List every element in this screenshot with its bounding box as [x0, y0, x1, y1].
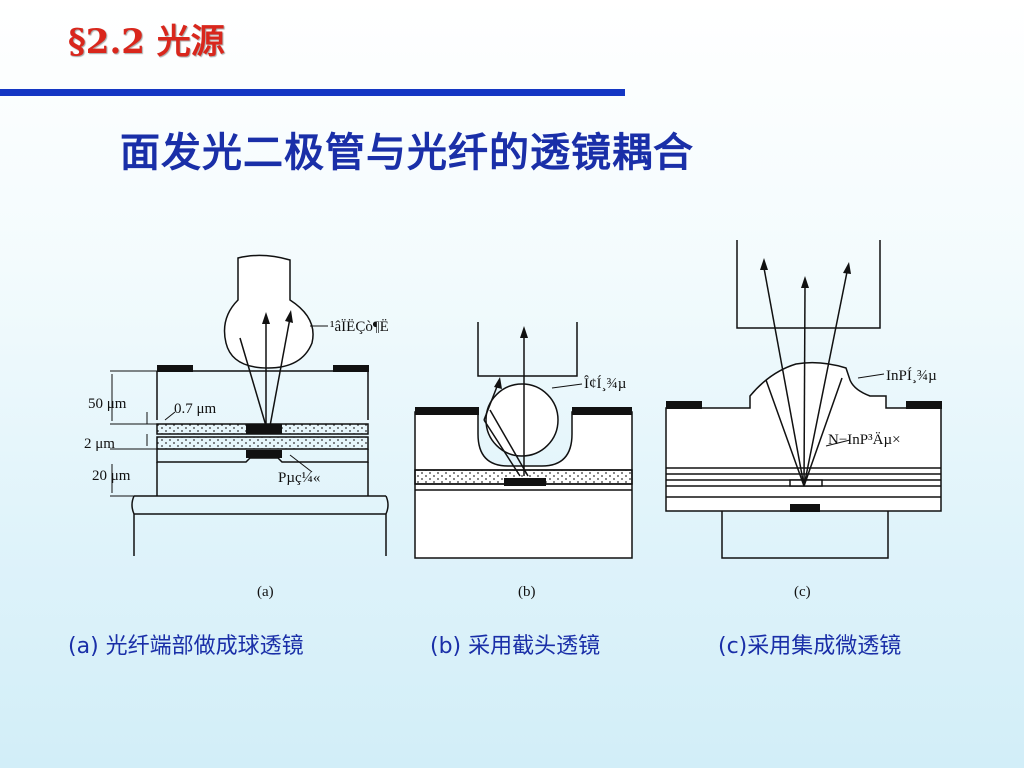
label-ball-fiber: ¹âÏËÇò¶Ë	[330, 318, 389, 335]
caption-a: (a) 光纤端部做成球透镜	[68, 634, 304, 659]
panel-a-label: (a)	[257, 584, 274, 600]
active-region	[504, 478, 546, 486]
arrowhead	[262, 312, 270, 324]
dim-07um: 0.7 μm	[174, 401, 217, 417]
label-micro-lens: Î¢Í¸¾µ	[584, 375, 627, 392]
caption-b: (b) 采用截头透镜	[430, 634, 601, 659]
arrowhead	[285, 310, 293, 323]
contact-left	[666, 401, 702, 409]
arrowhead	[520, 326, 528, 338]
panel-c-label: (c)	[794, 584, 811, 600]
dim-20um: 20 μm	[92, 468, 131, 484]
title-underline	[0, 89, 625, 96]
micro-lens	[485, 383, 559, 457]
top-contact-left	[157, 365, 193, 372]
label-p-contact: Pµç¼«	[278, 470, 320, 486]
arrowhead	[494, 377, 502, 389]
arrowhead	[760, 258, 768, 270]
panel-b-label: (b)	[518, 584, 536, 600]
panel-a	[110, 254, 389, 556]
section-title: §2.2 光源	[68, 22, 225, 62]
contact-right	[906, 401, 942, 409]
p-contact	[246, 450, 282, 458]
dim-2um: 2 μm	[84, 436, 115, 452]
arrowhead	[843, 262, 851, 274]
active-layer-2	[156, 436, 369, 450]
active-region	[790, 504, 820, 512]
panel-c	[665, 240, 942, 559]
slide-heading: 面发光二极管与光纤的透镜耦合	[120, 130, 694, 176]
caption-c: (c)采用集成微透镜	[718, 634, 902, 659]
panel-b	[414, 322, 633, 559]
arrowhead	[801, 276, 809, 288]
fiber-ball-end	[223, 254, 314, 369]
contact-left	[415, 407, 479, 415]
label-n-inp-substrate: N−InP³Äµ×	[828, 431, 901, 448]
label-inp-lens: InPÍ¸¾µ	[886, 367, 937, 384]
top-contact-right	[333, 365, 369, 372]
active-region	[246, 424, 282, 434]
dim-50um: 50 μm	[88, 396, 127, 412]
contact-right	[572, 407, 632, 415]
